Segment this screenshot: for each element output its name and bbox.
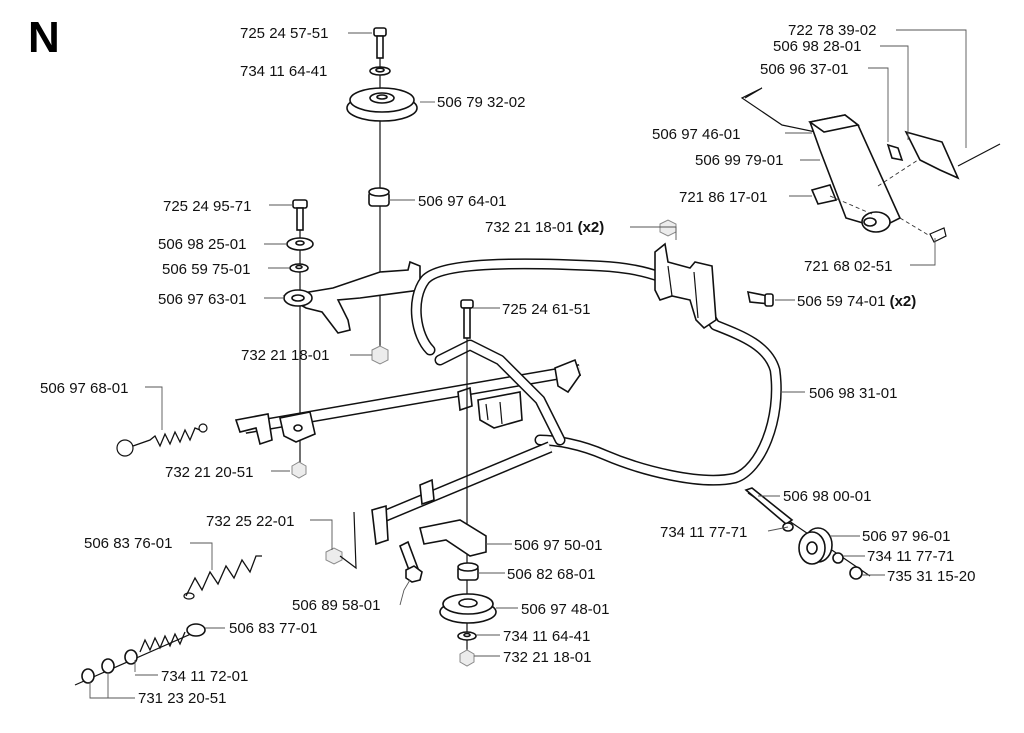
part-labels: 725 24 57-51 734 11 64-41 506 79 32-02 5…	[40, 22, 975, 707]
upper-spring	[116, 423, 208, 457]
part-label: 506 83 76-01	[84, 535, 172, 552]
hex-bolt-small	[325, 511, 423, 583]
part-label: 506 82 68-01	[507, 566, 595, 583]
part-label: 732 21 18-01	[241, 347, 329, 364]
part-label: 734 11 64-41	[503, 628, 590, 645]
part-label: 506 98 31-01	[809, 385, 897, 402]
part-label: 506 59 74-01 (x2)	[797, 293, 916, 310]
part-label: 722 78 39-02	[788, 22, 876, 39]
part-label: 732 21 18-01 (x2)	[485, 219, 604, 236]
part-label: 732 21 20-51	[165, 464, 253, 481]
leader-lines	[89, 29, 967, 699]
part-label: 506 97 46-01	[652, 126, 740, 143]
part-label: 506 96 37-01	[760, 61, 848, 78]
top-pulley-assembly	[346, 27, 418, 365]
part-label: 735 31 15-20	[887, 568, 975, 585]
part-label: 506 79 32-02	[437, 94, 525, 111]
part-label: 725 24 95-71	[163, 198, 251, 215]
part-label: 506 97 63-01	[158, 291, 246, 308]
side-plate	[654, 242, 717, 330]
part-label: 725 24 57-51	[240, 25, 328, 42]
part-label: 506 97 50-01	[514, 537, 602, 554]
part-label: 732 21 18-01	[503, 649, 591, 666]
section-letter: N	[28, 13, 60, 62]
part-label: 506 83 77-01	[229, 620, 317, 637]
lower-spring-assembly	[74, 555, 262, 686]
center-pulley-assembly	[419, 299, 497, 667]
part-label: 734 11 64-41	[240, 63, 327, 80]
part-label: 506 98 25-01	[158, 236, 246, 253]
part-label: 734 11 77-71	[867, 548, 954, 565]
part-label: 725 24 61-51	[502, 301, 590, 318]
part-label: 506 97 96-01	[862, 528, 950, 545]
part-label: 721 86 17-01	[679, 189, 767, 206]
part-label: 732 25 22-01	[206, 513, 294, 530]
part-label: 721 68 02-51	[804, 258, 892, 275]
part-label: 731 23 20-51	[138, 690, 226, 707]
part-label: 506 89 58-01	[292, 597, 380, 614]
part-label: 506 97 64-01	[418, 193, 506, 210]
part-label: 506 99 79-01	[695, 152, 783, 169]
height-lever-assembly	[740, 87, 1001, 243]
frame-fasteners	[659, 219, 774, 307]
part-label: 506 98 00-01	[783, 488, 871, 505]
frame-tube	[410, 258, 782, 486]
bracket-assembly	[282, 199, 421, 479]
part-label: 734 11 77-71	[660, 524, 747, 541]
part-label: 734 11 72-01	[161, 668, 248, 685]
part-label: 506 97 68-01	[40, 380, 128, 397]
part-label: 506 59 75-01	[162, 261, 250, 278]
part-label: 506 97 48-01	[521, 601, 609, 618]
part-label: 506 98 28-01	[773, 38, 861, 55]
cross-bars	[234, 339, 582, 546]
